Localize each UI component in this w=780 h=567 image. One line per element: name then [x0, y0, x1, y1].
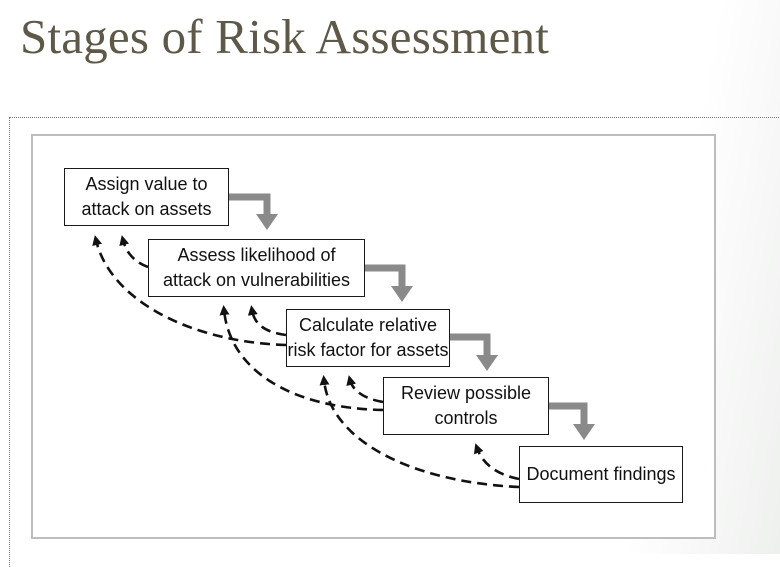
feedback-arrow-assess-to-assign [119, 235, 149, 269]
forward-arrowhead-4 [573, 424, 595, 440]
forward-arrow-1 [229, 193, 271, 216]
step-calculate-risk: Calculate relative risk factor for asset… [286, 309, 450, 367]
forward-arrow-4 [549, 402, 588, 426]
page-title: Stages of Risk Assessment [20, 9, 550, 64]
feedback-arrow-review-to-assess [219, 305, 384, 412]
feedback-arrow-review-to-calculate [346, 375, 384, 404]
forward-arrowhead-3 [476, 355, 498, 371]
step-assign-value-label: Assign value to attack on assets [81, 174, 212, 219]
forward-arrow-2 [365, 264, 406, 288]
step-assess-likelihood-label: Assess likelihood of attack on vulnerabi… [162, 245, 351, 290]
feedback-arrow-document-to-review [473, 443, 520, 481]
forward-arrows [229, 193, 595, 440]
content-frame [9, 117, 780, 567]
step-document-findings-label: Document findings [526, 464, 676, 484]
feedback-arrows [92, 235, 520, 489]
step-assign-value: Assign value to attack on assets [64, 168, 229, 226]
risk-assessment-diagram [92, 193, 595, 489]
feedback-arrow-calculate-to-assess [247, 305, 287, 337]
step-assess-likelihood: Assess likelihood of attack on vulnerabi… [148, 239, 365, 297]
step-review-controls: Review possible controls [383, 377, 549, 435]
step-review-controls-label: Review possible controls [400, 383, 532, 428]
step-calculate-risk-label: Calculate relative risk factor for asset… [287, 315, 449, 360]
forward-arrowhead-1 [256, 214, 278, 230]
feedback-arrow-document-to-calculate [319, 375, 520, 489]
step-document-findings: Document findings [519, 446, 683, 503]
forward-arrowhead-2 [391, 286, 413, 302]
feedback-arrow-calculate-to-assign [92, 235, 287, 347]
forward-arrow-3 [450, 333, 491, 357]
